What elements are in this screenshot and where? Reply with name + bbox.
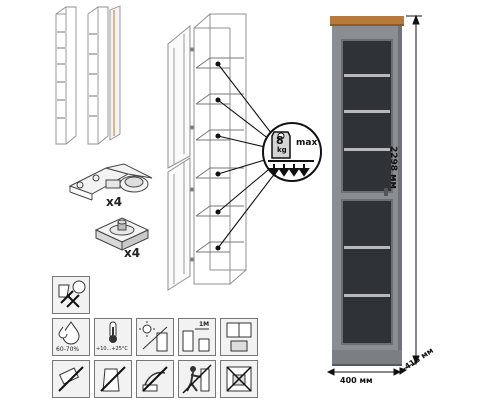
no-climbing-icon	[178, 360, 216, 398]
hinge-icon	[68, 163, 153, 201]
cabinet-thumbnail-open	[87, 5, 121, 145]
sunlight-icon	[136, 318, 174, 356]
width-dimension-line	[326, 368, 402, 376]
no-scratch-icon	[136, 360, 174, 398]
load-weight-unit: kg	[277, 146, 287, 154]
height-dimension-label: 2298 мм	[388, 146, 398, 189]
upper-glass-panel	[341, 39, 393, 193]
no-overload-icon	[220, 360, 258, 398]
cabinet-line-drawing	[167, 13, 247, 291]
temperature-icon: +10...+25°C	[94, 318, 132, 356]
door-alignment-icon	[220, 318, 258, 356]
lower-glass-panel	[341, 199, 393, 345]
temperature-value: +10...+25°C	[96, 346, 128, 352]
product-render	[326, 14, 422, 376]
humidity-icon: 60-70%	[52, 318, 90, 356]
leveler-icon	[94, 217, 150, 251]
shelf-load-diagram	[167, 13, 283, 291]
door-handle	[384, 188, 388, 196]
load-limit-label: max	[296, 138, 318, 148]
visible-shelves	[344, 74, 390, 297]
hinge-quantity: x4	[106, 195, 123, 209]
cabinet-top	[330, 16, 404, 26]
weight-icon	[271, 131, 291, 159]
no-wet-cleaning-icon	[52, 276, 90, 314]
no-solvent-icon	[94, 360, 132, 398]
arrow-down-icons	[268, 164, 310, 177]
distance-value: 1M	[199, 321, 210, 328]
cabinet-thumbnail-front	[55, 6, 77, 145]
load-weight-value: 8	[276, 134, 284, 147]
cabinet-thumbnails	[55, 5, 121, 145]
width-dimension-label: 400 мм	[340, 376, 373, 385]
height-dimension-line	[406, 14, 422, 366]
no-abrasive-icon	[52, 360, 90, 398]
heater-distance-icon: 1M	[178, 318, 216, 356]
depth-dimension-line	[399, 361, 417, 375]
load-limit-badge	[262, 122, 322, 182]
humidity-value: 60-70%	[56, 346, 80, 353]
leveler-quantity: x4	[124, 246, 141, 260]
